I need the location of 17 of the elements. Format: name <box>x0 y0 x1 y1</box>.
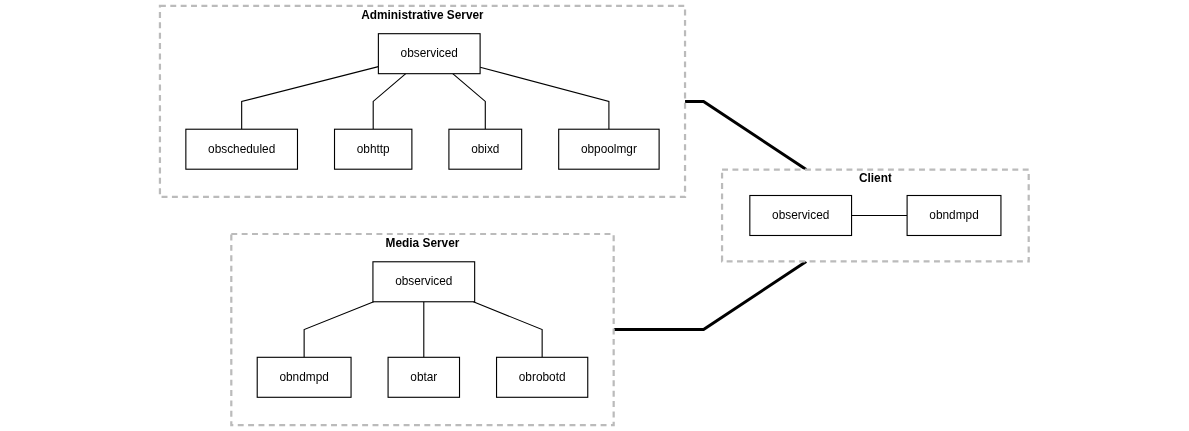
node-box: obtar <box>387 356 461 398</box>
connector <box>452 73 486 130</box>
connector <box>372 73 407 130</box>
node-box: obhttp <box>334 128 413 170</box>
node-box: obndmpd <box>906 194 1002 237</box>
node-box: obscheduled <box>185 128 299 170</box>
connector <box>303 301 375 358</box>
node-box: obrobotd <box>496 356 589 398</box>
connector <box>472 301 543 358</box>
connector <box>851 214 908 217</box>
node-box: observiced <box>372 261 476 303</box>
connector <box>423 301 425 358</box>
node-box: observiced <box>749 194 853 237</box>
node-box: obixd <box>448 128 523 170</box>
node-box: observiced <box>378 33 481 75</box>
node-box: obndmpd <box>256 356 352 398</box>
node-box: obpoolmgr <box>558 128 660 170</box>
